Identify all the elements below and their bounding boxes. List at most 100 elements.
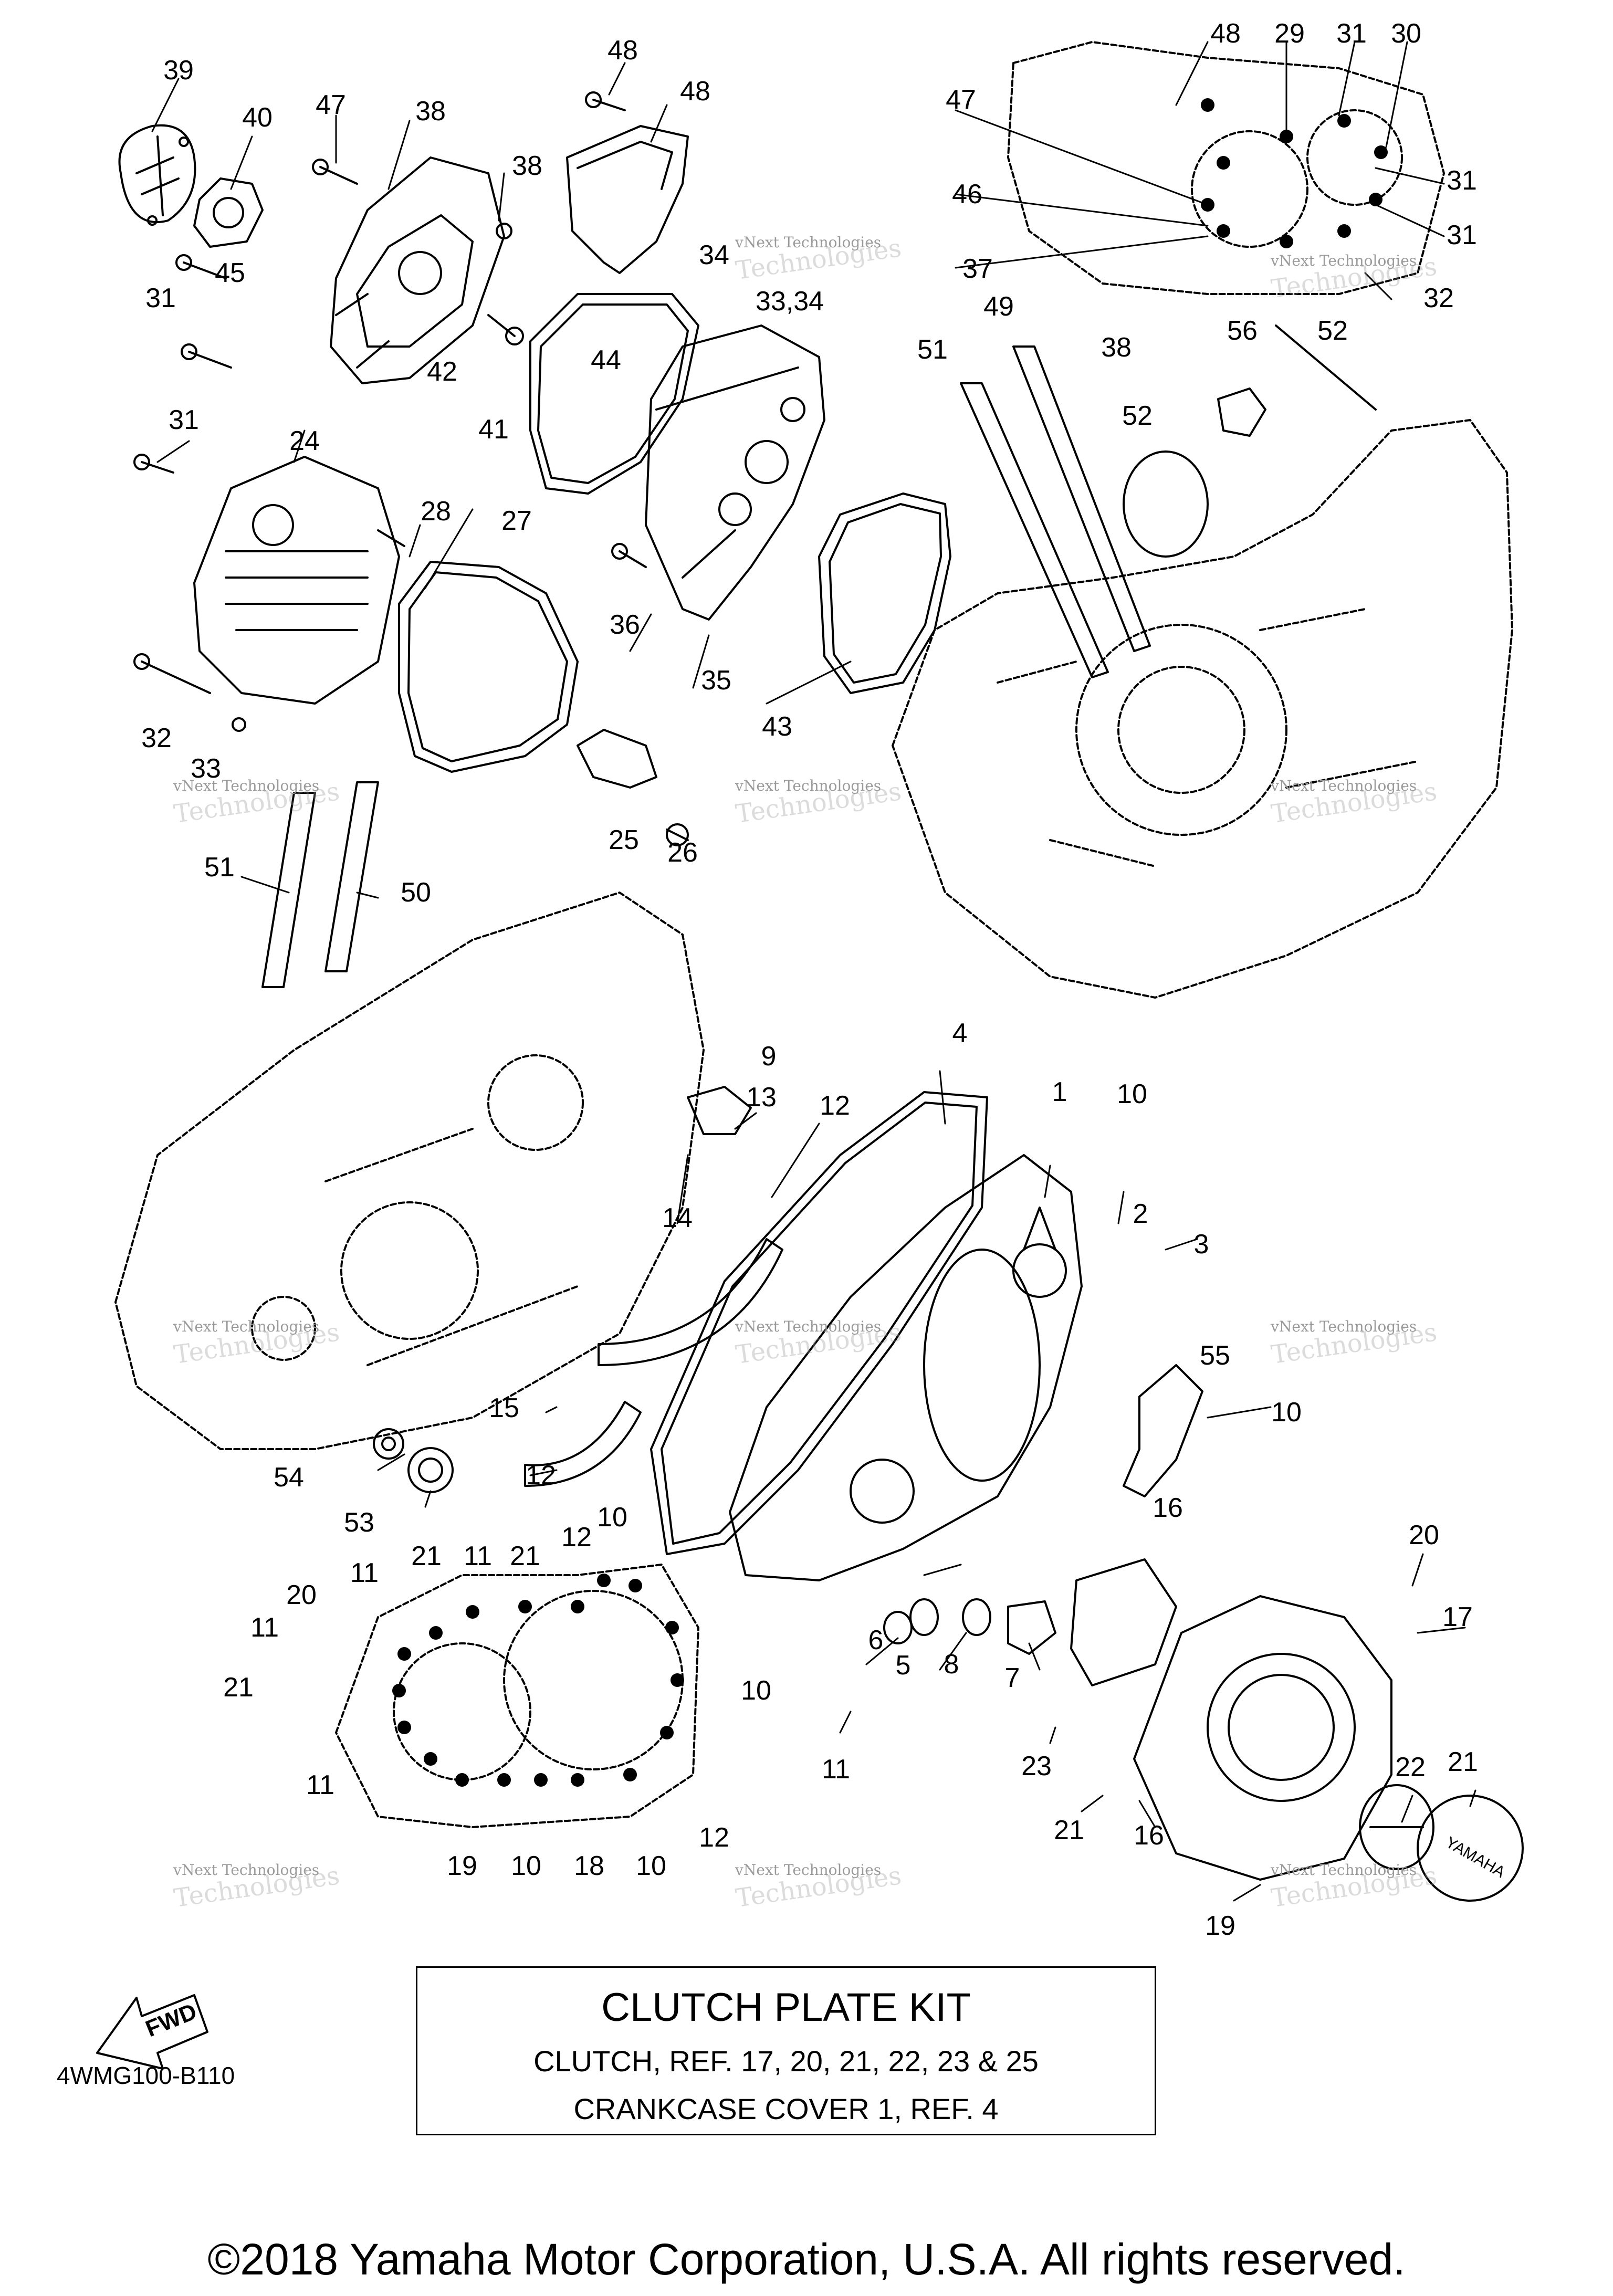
copyright-notice: ©2018 Yamaha Motor Corporation, U.S.A. A… [207,2235,1406,2284]
callout-label: 20 [1409,1520,1439,1550]
part-24-plug [1359,1784,1434,1870]
yamaha-cap-logo: YAMAHA [1443,1833,1508,1881]
crankcase-left [114,892,705,1450]
callout-label: 11 [306,1770,334,1800]
part-23-cap [1417,1795,1524,1902]
bolts-upper [133,91,689,846]
part-clutch-cover [1133,1595,1392,1881]
part-55-plug [407,1447,454,1493]
callout-label: 10 [1271,1397,1302,1428]
callout-label: 23 [1021,1751,1052,1781]
callout-label: 54 [274,1462,304,1493]
callout-label: 21 [1054,1815,1084,1846]
callout-label: 19 [1205,1911,1235,1941]
callout-label: 20 [286,1580,317,1610]
callout-label: 4 [952,1018,968,1049]
callout-label: 31 [1447,220,1477,250]
callout-label: 45 [215,258,245,288]
studs-left-51-52 [261,781,379,988]
callout-label: 10 [1117,1079,1147,1109]
kit-cover-refs: CRANKCASE COVER 1, REF. 4 [573,2092,999,2125]
callout-label: 40 [242,102,273,133]
part-36-gasket [529,293,699,495]
callout-label: 2 [1133,1199,1148,1229]
callout-label: 51 [917,334,948,365]
callout-label: 31 [1447,165,1477,196]
part-58-clip [1217,387,1266,437]
callout-label: 6 [868,1625,884,1655]
callout-label: 11 [464,1541,492,1571]
callout-label: 18 [574,1851,604,1881]
callout-label: 21 [223,1672,254,1703]
callout-label: 30 [1391,18,1421,49]
callout-label: 33,34 [755,286,824,317]
callout-label: 34 [699,240,729,270]
studs-51-52 [960,324,1377,678]
callout-label: 39 [163,55,194,86]
part-26-cylinder-cover [193,456,400,705]
callout-label: 43 [762,711,792,742]
part-18-damper [1070,1558,1177,1686]
callout-label: 15 [489,1393,519,1423]
part-4-gasket [650,1091,988,1555]
callout-label: 27 [501,506,532,536]
callout-label: 14 [662,1203,693,1233]
callout-label: 55 [1200,1340,1230,1371]
callout-label: 12 [820,1091,850,1121]
callout-label: 48 [1210,18,1241,49]
callout-label: 29 [1274,18,1305,49]
callout-label: 26 [667,837,698,868]
kit-clutch-refs: CLUTCH, REF. 17, 20, 21, 22, 23 & 25 [533,2045,1039,2078]
callout-label: 9 [761,1041,777,1072]
clutch-plate-kit-box: CLUTCH PLATE KIT CLUTCH, REF. 17, 20, 21… [416,1966,1156,2135]
callout-label: 25 [609,825,639,855]
part-35-cover [645,324,825,621]
callout-label: 38 [415,96,446,127]
part-14-guide [598,1238,783,1366]
callout-label: 51 [204,852,235,883]
callout-label: 21 [1448,1747,1478,1777]
callout-label: 24 [289,426,320,456]
part-56-washer [373,1428,404,1460]
callout-label: 50 [401,877,431,908]
callout-label: 10 [511,1851,541,1881]
callout-label: 49 [983,291,1014,322]
callout-label: 21 [411,1541,442,1571]
callout-label: 21 [510,1541,540,1571]
callout-label: 17 [1442,1602,1473,1632]
callout-label: 8 [944,1649,959,1680]
callout-label: 42 [427,357,457,387]
callout-label: 12 [699,1822,729,1853]
part-27-bracket [577,729,657,789]
part-57-fork [1123,1364,1203,1497]
callout-label: 10 [741,1675,771,1706]
callout-label: 35 [701,665,731,696]
callout-label: 11 [822,1754,850,1785]
part-15-bracket [687,1086,752,1135]
callout-label: 7 [1004,1663,1020,1693]
part-13-guide [524,1401,642,1487]
callout-label: 13 [746,1082,777,1113]
crankcase-right [892,419,1513,999]
part-49-bracket [566,125,689,274]
callout-label: 31 [169,405,199,435]
callout-label: 31 [1336,18,1367,49]
callout-label: 1 [1052,1077,1067,1107]
parts-5-8 [883,1598,1056,1655]
callout-label: 11 [250,1612,279,1643]
callout-label: 48 [608,35,638,66]
bolt-dots [392,98,1388,1787]
callout-label: 48 [680,76,710,107]
callout-label: 22 [1395,1752,1426,1783]
callout-label: 37 [962,254,993,284]
callout-label: 11 [350,1558,379,1588]
callout-label: 32 [141,723,172,753]
callout-label: 16 [1134,1820,1164,1851]
